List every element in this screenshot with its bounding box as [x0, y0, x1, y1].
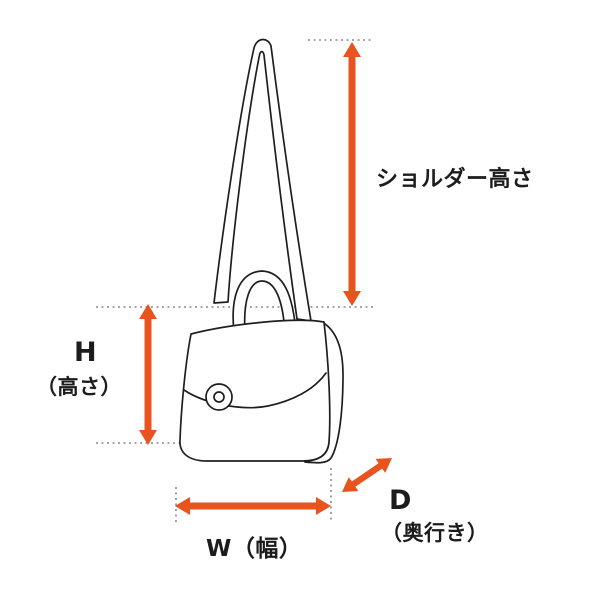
- shoulder-height-label: ショルダー高さ: [376, 167, 534, 192]
- height-caption: （高さ）: [36, 375, 122, 399]
- height-label: H: [74, 337, 98, 368]
- depth-caption: （奥行き）: [381, 521, 489, 545]
- measurement-arrows: [139, 42, 392, 515]
- width-arrow: [175, 497, 331, 515]
- shoulder-height-arrow: [343, 42, 361, 306]
- bag-body: [179, 319, 331, 462]
- depth-arrow: [342, 458, 392, 492]
- shoulder-bag-illustration: [179, 38, 344, 464]
- height-arrow: [139, 304, 157, 445]
- clasp-inner: [213, 391, 225, 403]
- flap-edge: [183, 372, 327, 409]
- width-label: W（幅）: [206, 536, 303, 562]
- depth-label: D: [389, 485, 412, 516]
